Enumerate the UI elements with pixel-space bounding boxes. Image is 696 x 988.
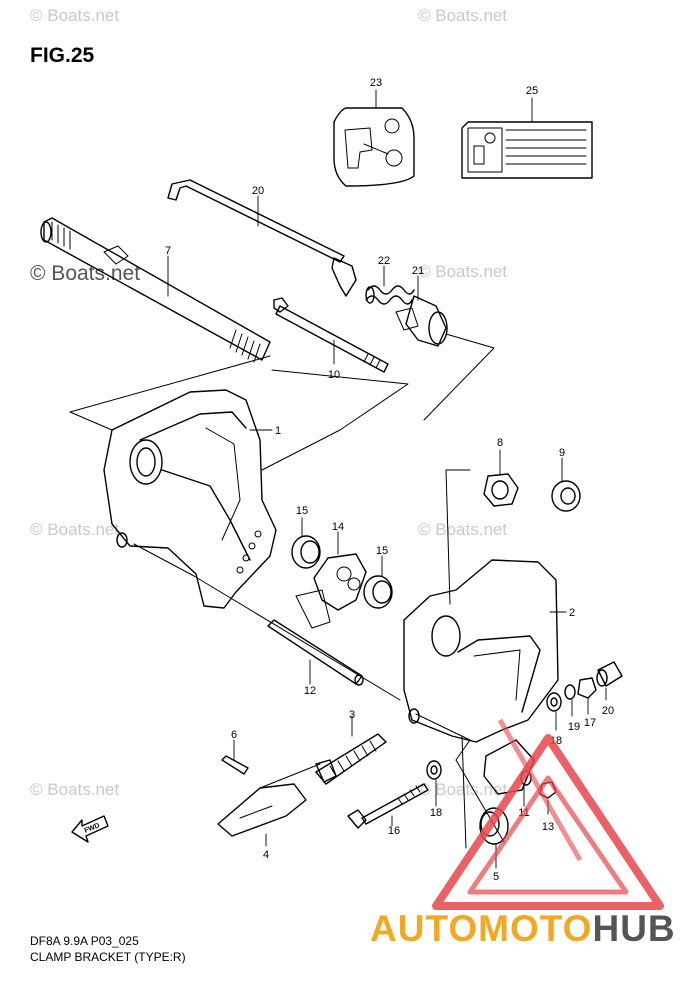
fwd-arrow-icon (71, 815, 109, 843)
part-3-screw (315, 733, 387, 785)
callout-8: 8 (497, 437, 503, 449)
watermark: © Boats.net (418, 780, 508, 799)
part-2-clamp-bracket (403, 559, 559, 743)
part-18-washer-left (426, 760, 442, 780)
watermark: © Boats.net (418, 520, 508, 539)
callout-6: 6 (231, 729, 237, 741)
part-17-nut (577, 677, 597, 699)
callout-25: 25 (526, 85, 538, 97)
part-24-decal (333, 107, 415, 187)
part-22-knob (395, 295, 448, 347)
figure-title: FIG.25 (30, 44, 95, 67)
callout-5: 5 (493, 871, 499, 883)
callout-16: 16 (388, 825, 400, 837)
part-9-washer (551, 480, 581, 512)
part-23-spring (365, 285, 415, 305)
callout-1: 1 (275, 425, 281, 437)
callout-15-right: 15 (376, 545, 388, 557)
brand-part1: AUTOMOTO (370, 908, 593, 949)
brand-wordmark: AUTOMOTOHUB (370, 908, 676, 950)
callout-21: 20 (252, 185, 264, 197)
part-18-washer-right (546, 692, 562, 712)
callout-17: 17 (584, 717, 596, 729)
callout-3: 3 (349, 709, 355, 721)
part-6-pin (221, 755, 249, 775)
part-20-spacer (596, 661, 623, 687)
callout-23: 22 (378, 255, 390, 267)
part-14-stopper (295, 553, 367, 629)
part-10-bolt (273, 297, 389, 373)
callout-15-left: 15 (296, 505, 308, 517)
callout-10: 10 (328, 369, 340, 381)
watermark: © Boats.net (418, 6, 508, 25)
assembly-lines (69, 333, 505, 849)
callout-13: 13 (542, 821, 554, 833)
callout-7: 7 (165, 245, 171, 257)
watermark: © Boats.net (30, 262, 141, 285)
watermark: © Boats.net (418, 262, 508, 281)
callout-4: 4 (263, 849, 269, 861)
part-5-cap (479, 807, 509, 845)
part-7-shaft (40, 217, 271, 363)
watermark: © Boats.net (30, 520, 120, 539)
brand-part2: HUB (592, 908, 676, 949)
callout-20: 20 (602, 705, 614, 717)
figure-code: DF8A 9.9A P03_025 (30, 934, 139, 948)
callout-9: 9 (559, 447, 565, 459)
part-16-bolt (347, 783, 429, 829)
watermark: © Boats.net (30, 780, 120, 799)
part-15-ring-left (291, 535, 321, 569)
callout-14: 14 (332, 521, 344, 533)
callout-18-left: 18 (430, 807, 442, 819)
watermark: © Boats.net (30, 6, 120, 25)
part-12-pin (267, 619, 364, 686)
callout-leaders (167, 89, 607, 869)
callout-22: 21 (412, 265, 424, 277)
callout-24: 23 (370, 77, 382, 89)
callout-12: 12 (304, 685, 316, 697)
part-1-clamp-bracket (103, 389, 277, 609)
part-21-rod (167, 179, 357, 297)
callout-19: 19 (568, 721, 580, 733)
part-15-ring-right (363, 575, 393, 609)
callout-2: 2 (569, 607, 575, 619)
part-8-nut (483, 473, 519, 507)
part-19-washer (564, 684, 576, 700)
part-4-lever (217, 763, 321, 837)
brand-logo-icon (432, 718, 664, 910)
figure-caption: CLAMP BRACKET (TYPE:R) (30, 950, 186, 964)
part-25-label (461, 121, 593, 179)
